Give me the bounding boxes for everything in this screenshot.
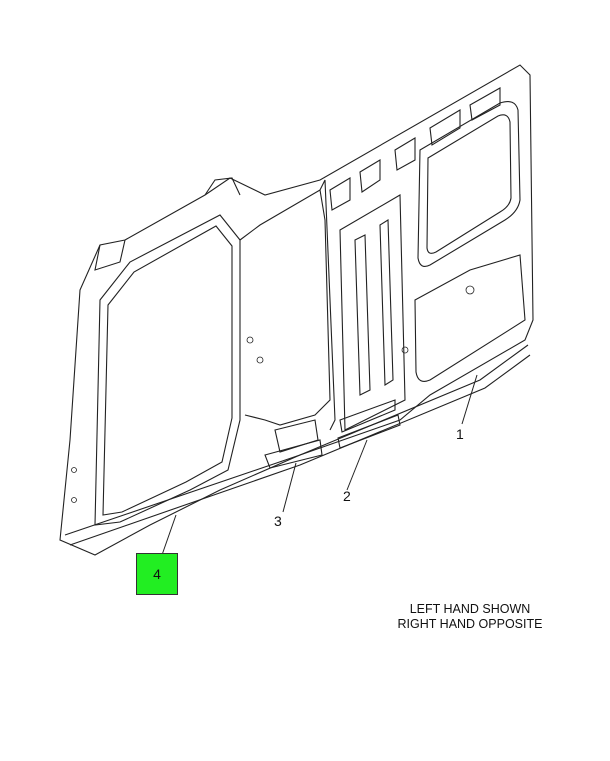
b-pillar — [239, 189, 331, 426]
leader-lines — [161, 374, 478, 556]
callout-2[interactable]: 2 — [343, 488, 351, 504]
note-line-2: RIGHT HAND OPPOSITE — [397, 617, 543, 631]
note-line-1: LEFT HAND SHOWN — [409, 602, 531, 616]
callout-3[interactable]: 3 — [274, 513, 282, 529]
orientation-note: LEFT HAND SHOWN RIGHT HAND OPPOSITE — [380, 602, 560, 632]
callout-1[interactable]: 1 — [456, 426, 464, 442]
mounting-holes — [71, 285, 475, 503]
panel-outline — [59, 64, 534, 556]
callout-4-highlighted[interactable]: 4 — [136, 553, 178, 595]
sill-panel — [339, 399, 396, 433]
rear-lower-panel — [414, 254, 526, 382]
rear-window — [417, 101, 521, 267]
door-opening — [94, 214, 241, 526]
